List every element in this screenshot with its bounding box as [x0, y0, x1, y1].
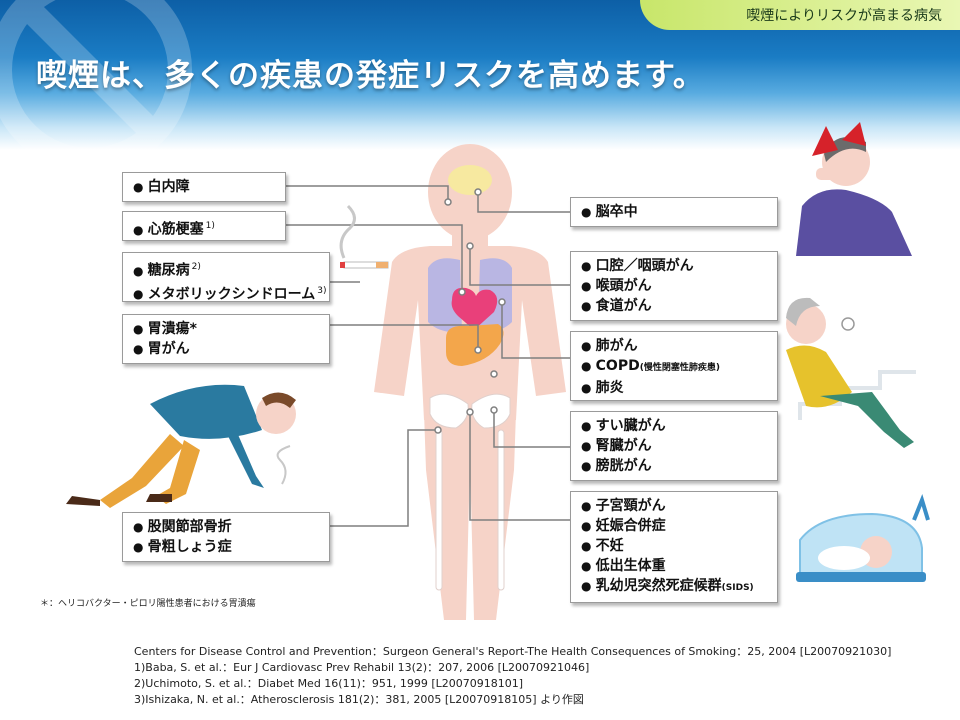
lung-cancer-label: 肺がん	[581, 336, 767, 356]
laryngeal-cancer-label: 喉頭がん	[581, 276, 767, 296]
reference-main: Centers for Disease Control and Preventi…	[134, 645, 892, 658]
infertility-label: 不妊	[581, 536, 767, 556]
bone-box: 股関節部骨折 骨粗しょう症	[122, 512, 330, 562]
ref-3-mark: 3)	[317, 285, 327, 296]
copd-label: COPD(慢性閉塞性肺疾患)	[581, 356, 767, 378]
infant-incubator-icon	[796, 493, 930, 582]
heart-organ	[451, 287, 498, 330]
pneumonia-label: 肺炎	[581, 378, 767, 398]
copd-note: (慢性閉塞性肺疾患)	[639, 363, 720, 373]
abdomen-box: すい臓がん 腎臓がん 膀胱がん	[570, 411, 778, 481]
low-birth-weight-label: 低出生体重	[581, 556, 767, 576]
reference-3: 3)Ishizaka, N. et al.：Atherosclerosis 18…	[134, 693, 584, 706]
reference-1: 1)Baba, S. et al.：Eur J Cardiovasc Prev …	[134, 661, 590, 674]
esophageal-cancer-label: 食道がん	[581, 296, 767, 316]
oral-pharyngeal-cancer-label: 口腔／咽頭がん	[581, 256, 767, 276]
hip-fracture-label: 股関節部骨折	[133, 517, 319, 537]
lung-box: 肺がん COPD(慢性閉塞性肺疾患) 肺炎	[570, 331, 778, 401]
smoker-coughing-icon	[66, 384, 296, 508]
elderly-breathless-icon	[786, 297, 916, 448]
pregnancy-complications-label: 妊娠合併症	[581, 516, 767, 536]
cigarette-icon	[339, 204, 389, 269]
connector-dots	[434, 188, 506, 434]
sids-label: 乳幼児突然死症候群(SIDS)	[581, 576, 767, 598]
cervical-cancer-label: 子宮頸がん	[581, 496, 767, 516]
stomach-organ	[446, 324, 504, 366]
page-title: 喫煙は、多くの疾患の発症リスクを高めます。	[36, 58, 705, 94]
stroke-box: 脳卒中	[570, 197, 778, 227]
stroke-label: 脳卒中	[581, 202, 767, 222]
prohibition-icon	[0, 0, 192, 150]
ref-1-mark: 1)	[205, 221, 215, 231]
footnote: ＊：ヘリコバクター・ピロリ陽性患者における胃潰瘍	[40, 599, 256, 609]
bladder-cancer-label: 膀胱がん	[581, 456, 767, 476]
ref-2-mark: 2)	[191, 262, 201, 272]
cataract-label: 白内障	[133, 177, 275, 197]
head-neck-box: 口腔／咽頭がん 喉頭がん 食道がん	[570, 251, 778, 321]
reference-2: 2)Uchimoto, S. et al.：Diabet Med 16(11)：…	[134, 677, 524, 690]
references: Centers for Disease Control and Preventi…	[134, 644, 891, 708]
header-banner: 喫煙によりリスクが高まる病気 喫煙は、多くの疾患の発症リスクを高めます。	[0, 0, 960, 150]
stomach-cancer-label: 胃がん	[133, 339, 319, 359]
gastric-ulcer-label: 胃潰瘍*	[133, 319, 319, 339]
stomach-box: 胃潰瘍* 胃がん	[122, 314, 330, 364]
headache-man-icon	[796, 122, 912, 256]
osteoporosis-label: 骨粗しょう症	[133, 537, 319, 557]
sids-note: (SIDS)	[721, 583, 754, 593]
cataract-box: 白内障	[122, 172, 286, 202]
body-silhouette	[374, 144, 566, 620]
kidney-cancer-label: 腎臓がん	[581, 436, 767, 456]
category-tag: 喫煙によりリスクが高まる病気	[640, 0, 960, 30]
reproductive-box: 子宮頸がん 妊娠合併症 不妊 低出生体重 乳幼児突然死症候群(SIDS)	[570, 491, 778, 603]
connector-lines	[286, 185, 570, 527]
brain-organ	[448, 165, 492, 195]
pancreatic-cancer-label: すい臓がん	[581, 416, 767, 436]
